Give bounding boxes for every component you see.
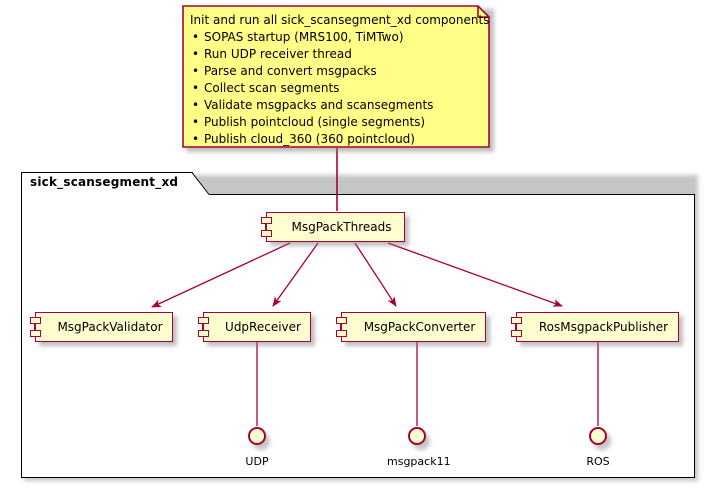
- package-title: sick_scansegment_xd: [30, 175, 179, 189]
- component-label: RosMsgpackPublisher: [538, 320, 669, 334]
- component-msgpackvalidator[interactable]: MsgPackValidator: [30, 312, 177, 346]
- component-rosmsgpackpublisher[interactable]: RosMsgpackPublisher: [511, 312, 683, 346]
- component-port-icon: [30, 330, 41, 337]
- interface-lollipop-icon: [568, 426, 628, 450]
- component-port-icon: [336, 317, 347, 324]
- note-bullet-list: SOPAS startup (MRS100, TiMTwo) Run UDP r…: [190, 29, 482, 148]
- component-udpreceiver[interactable]: UdpReceiver: [198, 312, 315, 346]
- component-msgpackthreads[interactable]: MsgPackThreads: [261, 212, 409, 246]
- interface-ros[interactable]: ROS: [568, 426, 628, 468]
- note-bullet: Parse and convert msgpacks: [190, 63, 482, 80]
- component-box: [35, 312, 173, 342]
- component-label: MsgPackValidator: [57, 320, 163, 334]
- note-content: Init and run all sick_scansegment_xd com…: [190, 12, 490, 148]
- component-port-icon: [511, 330, 522, 337]
- note-bullet: Publish pointcloud (single segments): [190, 114, 482, 131]
- component-box: [266, 212, 405, 242]
- note-bullet: Validate msgpacks and scansegments: [190, 97, 482, 114]
- component-box: [516, 312, 679, 342]
- component-icon-spine: [34, 318, 36, 337]
- component-label: MsgPackConverter: [363, 320, 476, 334]
- note-bullet: Collect scan segments: [190, 80, 482, 97]
- interface-circle: [248, 427, 266, 445]
- component-port-icon: [336, 330, 347, 337]
- interface-lollipop-icon: [387, 426, 447, 450]
- interface-udp[interactable]: UDP: [227, 426, 287, 468]
- component-port-icon: [30, 317, 41, 324]
- note-bullet: SOPAS startup (MRS100, TiMTwo): [190, 29, 482, 46]
- note-init-and-run: Init and run all sick_scansegment_xd com…: [182, 5, 494, 152]
- package-tab-slant-icon: [192, 172, 210, 195]
- component-port-icon: [261, 217, 272, 224]
- interface-label: UDP: [245, 455, 269, 468]
- interface-label: ROS: [586, 455, 610, 468]
- component-icon-spine: [340, 318, 342, 337]
- interface-circle: [589, 427, 607, 445]
- component-box: [203, 312, 311, 342]
- interface-msgpack11[interactable]: msgpack11: [387, 426, 451, 468]
- interface-circle: [408, 427, 426, 445]
- component-port-icon: [511, 317, 522, 324]
- note-bullet: Run UDP receiver thread: [190, 46, 482, 63]
- note-title: Init and run all sick_scansegment_xd com…: [190, 13, 490, 27]
- component-icon-spine: [515, 318, 517, 337]
- component-label: UdpReceiver: [225, 320, 301, 334]
- note-bullet: Publish cloud_360 (360 pointcloud): [190, 131, 482, 148]
- component-label: MsgPackThreads: [291, 220, 392, 234]
- component-icon-spine: [202, 318, 204, 337]
- component-port-icon: [198, 330, 209, 337]
- component-icon-spine: [265, 218, 267, 237]
- component-box: [341, 312, 486, 342]
- interface-label: msgpack11: [387, 455, 451, 468]
- component-msgpackconverter[interactable]: MsgPackConverter: [336, 312, 490, 346]
- interface-lollipop-icon: [227, 426, 287, 450]
- component-port-icon: [261, 230, 272, 237]
- component-port-icon: [198, 317, 209, 324]
